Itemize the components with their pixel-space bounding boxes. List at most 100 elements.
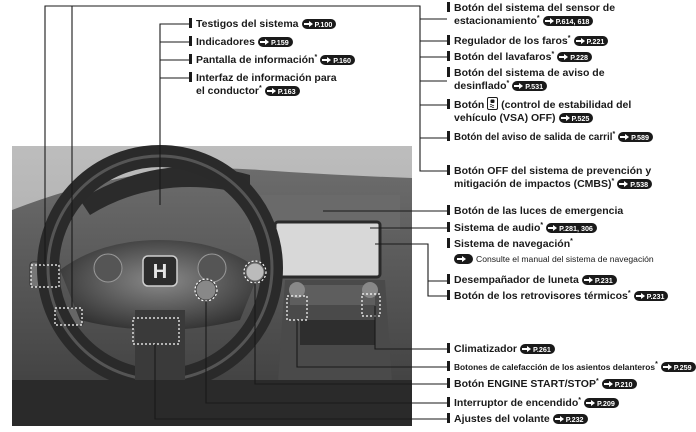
- label-text: Botón del lavafaros: [454, 51, 552, 63]
- ref-page: P.210: [614, 379, 633, 389]
- ref-arrow-icon: [266, 88, 276, 94]
- label-text: mitigación de impactos (CMBS): [454, 178, 612, 190]
- ref-page: P.221: [586, 36, 605, 46]
- label-regulador: Regulador de los faros* P.221: [447, 35, 609, 48]
- ref-arrow-icon: [583, 277, 593, 283]
- label-bar: [447, 2, 450, 12]
- asterisk: *: [570, 238, 573, 245]
- asterisk: *: [567, 35, 571, 42]
- label-bar: [447, 205, 450, 215]
- page-ref-button[interactable]: P.231: [581, 275, 617, 285]
- page-ref-button[interactable]: P.259: [660, 362, 696, 372]
- label-text: Botón del sistema del sensor de: [454, 2, 616, 14]
- page-ref-button[interactable]: P.261: [520, 344, 555, 354]
- ref-arrow-icon: [303, 21, 313, 27]
- ref-page: P.231: [594, 275, 613, 285]
- ref-page: P.163: [277, 86, 296, 96]
- label-text: Botón del aviso de salida de carril: [454, 132, 613, 143]
- page-ref-button[interactable]: P.221: [573, 36, 609, 46]
- label-encendido: Interruptor de encendido*P.209: [447, 397, 619, 410]
- label-text: Botón de los retrovisores térmicos: [454, 290, 628, 302]
- page-ref-button[interactable]: P.100: [301, 19, 337, 29]
- page-ref-button[interactable]: P.538: [617, 179, 653, 189]
- page-ref-button[interactable]: P.531: [512, 81, 548, 91]
- label-climatizador: Climatizador P.261: [447, 343, 555, 356]
- ref-arrow-icon: [544, 18, 554, 24]
- label-bar: [447, 238, 450, 248]
- ref-arrow-icon: [554, 416, 564, 422]
- label-pantalla: Pantalla de información* P.160: [189, 54, 356, 67]
- label-text: Botón del sistema de aviso de: [454, 67, 605, 79]
- asterisk: *: [259, 85, 262, 92]
- asterisk: *: [655, 361, 658, 368]
- page-ref-button[interactable]: P.281, 306: [546, 223, 597, 233]
- label-text: (control de estabilidad del: [501, 99, 632, 111]
- label-text: Ajustes del volante: [454, 413, 550, 425]
- ref-page: P.261: [533, 344, 551, 354]
- ref-arrow-icon: [662, 364, 672, 370]
- ref-arrow-icon: [559, 54, 569, 60]
- label-bar: [447, 274, 450, 284]
- label-bar: [447, 35, 450, 45]
- page-ref-button[interactable]: P.232: [552, 414, 588, 424]
- svg-text:H: H: [153, 261, 167, 283]
- label-text: Pantalla de información: [196, 54, 315, 66]
- page-ref-button[interactable]: P.614, 618: [542, 16, 594, 26]
- page-ref-button[interactable]: P.163: [264, 86, 300, 96]
- label-text: Sistema de navegación: [454, 238, 571, 250]
- page-ref-button[interactable]: P.231: [633, 291, 669, 301]
- label-text: Botones de calefacción de los asientos d…: [454, 362, 656, 372]
- asterisk: *: [551, 51, 555, 58]
- label-bar: [447, 290, 450, 300]
- page-ref-button[interactable]: P.589: [618, 132, 654, 142]
- dashboard-photo: H: [12, 145, 412, 426]
- asterisk: *: [611, 178, 615, 185]
- label-engine: Botón ENGINE START/STOP*P.210: [447, 378, 637, 391]
- asterisk: *: [595, 378, 599, 385]
- ref-page: P.209: [597, 398, 615, 408]
- label-text: Sistema de audio: [454, 222, 541, 234]
- label-text: Botón de las luces de emergencia: [454, 205, 624, 217]
- label-navegacion: Sistema de navegación*: [447, 238, 573, 251]
- page-ref-button[interactable]: P.228: [557, 52, 593, 62]
- ref-arrow-icon: [514, 83, 524, 89]
- ref-arrow-icon: [259, 39, 269, 45]
- ref-page: P.589: [631, 132, 650, 142]
- label-lavafaros: Botón del lavafaros*P.228: [447, 51, 593, 64]
- label-text: el conductor: [196, 85, 260, 97]
- label-text: estacionamiento: [454, 15, 537, 27]
- label-retrovisores: Botón de los retrovisores térmicos*P.231: [447, 290, 669, 303]
- page-ref-button[interactable]: P.525: [558, 113, 594, 123]
- label-bar: [447, 51, 450, 61]
- ref-page: P.259: [673, 362, 692, 372]
- label-bar: [447, 397, 450, 407]
- label-audio: Sistema de audio*P.281, 306: [447, 222, 597, 235]
- asterisk: *: [536, 15, 540, 22]
- label-vsa: Botón (control de estabilidad del vehícu…: [447, 97, 631, 125]
- ref-page: P.160: [333, 55, 352, 65]
- label-bar: [189, 54, 192, 64]
- ref-page: P.232: [565, 414, 584, 424]
- label-sensor: Botón del sistema del sensor de estacion…: [447, 2, 615, 28]
- label-text: Regulador de los faros: [454, 35, 568, 47]
- leader-lines: [44, 5, 447, 420]
- asterisk: *: [578, 397, 581, 404]
- ref-arrow-icon: [522, 346, 532, 352]
- label-text: desinflado: [454, 80, 507, 92]
- page-ref-button[interactable]: P.159: [257, 37, 293, 47]
- page-ref-button[interactable]: P.209: [584, 398, 619, 408]
- ref-page: P.531: [525, 81, 544, 91]
- asterisk: *: [627, 290, 631, 297]
- page-ref-button[interactable]: P.160: [320, 55, 356, 65]
- ref-arrow-icon: [322, 57, 332, 63]
- label-interfaz: Interfaz de información para el conducto…: [189, 72, 337, 98]
- asterisk: *: [314, 54, 318, 61]
- ref-arrow-icon: [548, 225, 558, 231]
- label-bar: [447, 165, 450, 175]
- label-nav-note: Consulte el manual del sistema de navega…: [454, 253, 654, 266]
- nav-manual-ref[interactable]: [454, 254, 473, 264]
- label-text: Climatizador: [454, 343, 518, 355]
- page-ref-button[interactable]: P.210: [601, 379, 637, 389]
